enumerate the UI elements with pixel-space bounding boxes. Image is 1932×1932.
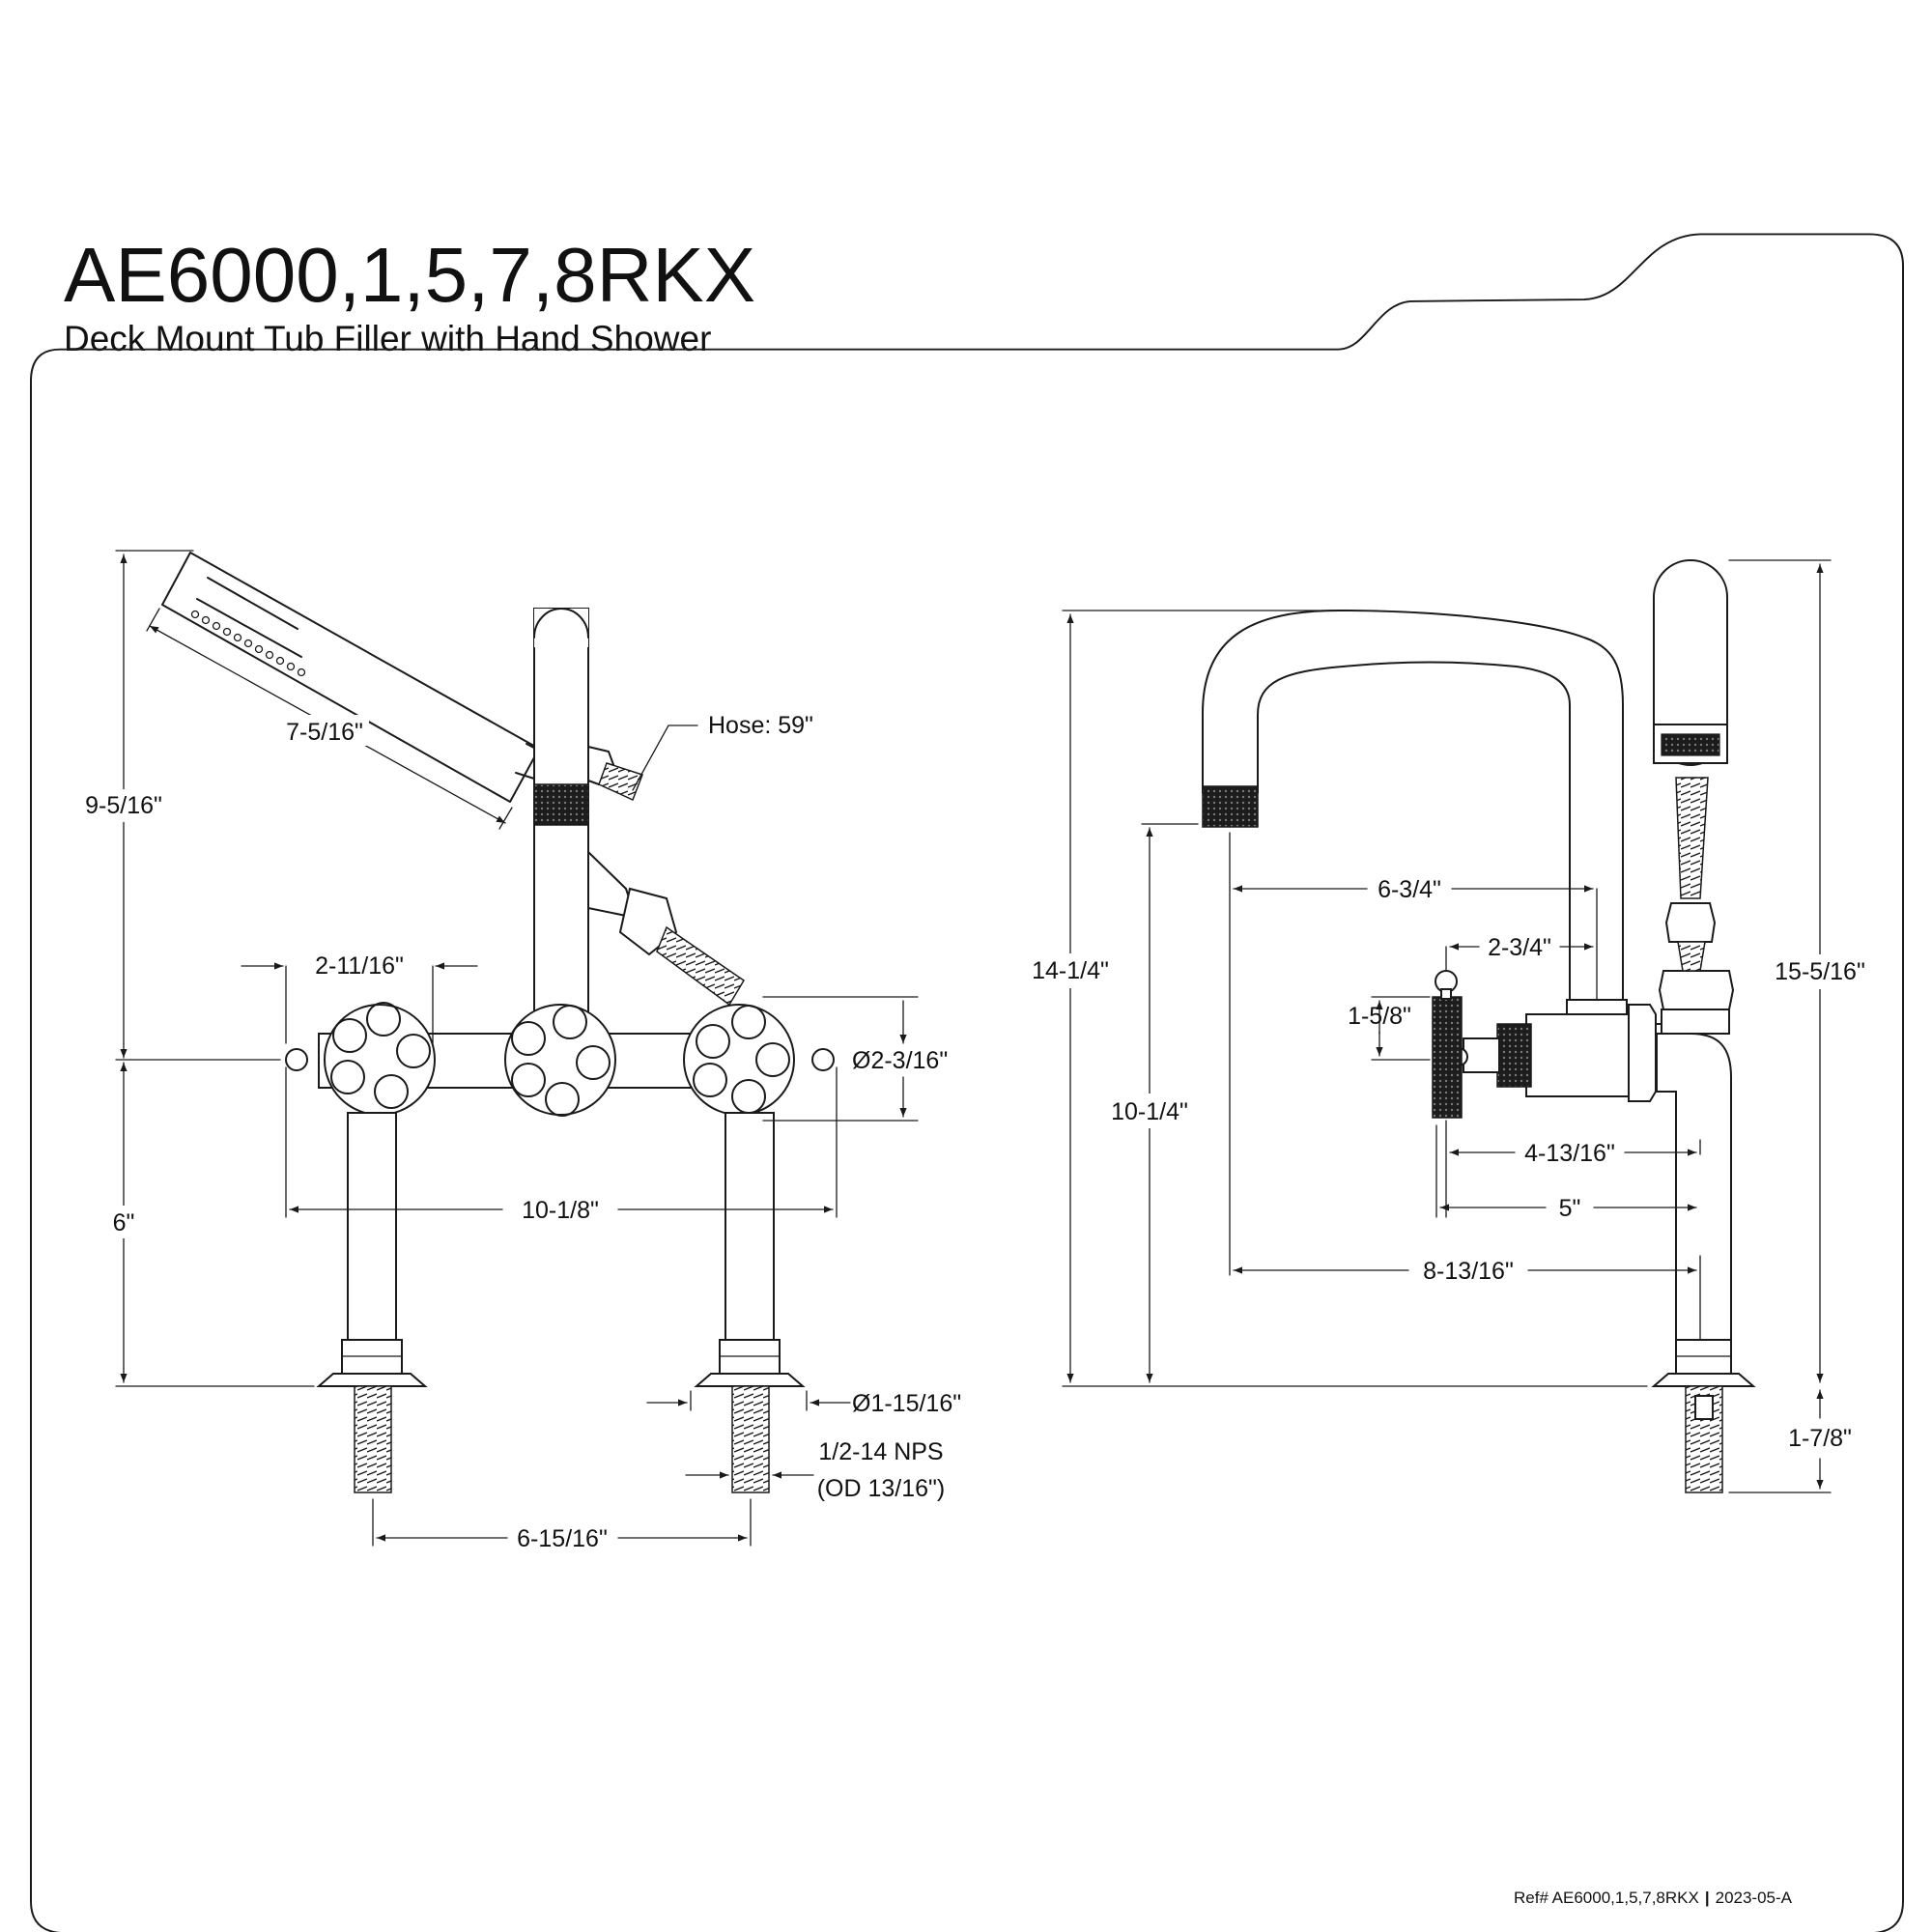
left-leg bbox=[347, 1112, 397, 1341]
page-subtitle: Deck Mount Tub Filler with Hand Shower bbox=[64, 319, 711, 358]
page-title: AE6000,1,5,7,8RKX bbox=[64, 232, 755, 318]
front-view: 7-5/16" Hose: 59" 9-5/16" 6" 2-11/16" Ø2… bbox=[77, 550, 961, 1552]
dim-handle-width: 2-11/16" bbox=[315, 952, 404, 980]
hand-shower bbox=[161, 552, 550, 803]
dim-handle-reach: 4-13/16" bbox=[1524, 1140, 1615, 1167]
dim-lower-height: 6" bbox=[113, 1209, 135, 1236]
dim-overall-height: 14-1/4" bbox=[1032, 957, 1109, 984]
side-handshower bbox=[1653, 559, 1728, 766]
dim-valve-to-spout: 2-3/4" bbox=[1488, 934, 1551, 961]
dim-spout-to-riser: 8-13/16" bbox=[1423, 1258, 1514, 1285]
riser-knurl-band bbox=[533, 783, 589, 826]
ref-separator: | bbox=[1705, 1889, 1710, 1907]
side-view: 14-1/4" 10-1/4" 6-3/4" 2-3/4" 1-5/8" 4-1… bbox=[1022, 559, 1870, 1493]
right-shank bbox=[731, 1385, 770, 1493]
dim-spout-height: 10-1/4" bbox=[1111, 1098, 1188, 1125]
left-shank bbox=[354, 1385, 392, 1493]
dim-centers: 6-15/16" bbox=[517, 1525, 608, 1552]
right-leg bbox=[724, 1112, 775, 1341]
dim-upper-height: 9-5/16" bbox=[85, 792, 162, 819]
dim-handle-height: 1-5/8" bbox=[1348, 1003, 1411, 1030]
shower-riser bbox=[533, 608, 589, 1044]
drawing-frame bbox=[30, 233, 1904, 1932]
dim-spout-reach: 6-3/4" bbox=[1378, 876, 1441, 903]
handle-left bbox=[285, 1002, 436, 1116]
dim-valve-width: 10-1/8" bbox=[522, 1197, 599, 1224]
handle-center bbox=[504, 1004, 616, 1117]
dim-shank-diameter: Ø1-15/16" bbox=[852, 1390, 961, 1417]
dim-thread-od: (OD 13/16") bbox=[817, 1475, 946, 1502]
spout-knurl-tip bbox=[1202, 785, 1259, 828]
spout bbox=[1202, 609, 1624, 1001]
dim-shower-height: 15-5/16" bbox=[1775, 958, 1865, 985]
side-handle bbox=[1432, 996, 1463, 1119]
ref-revision: 2023-05-A bbox=[1716, 1889, 1793, 1907]
dim-handshower-length: 7-5/16" bbox=[286, 719, 363, 746]
dim-handle-diameter: Ø2-3/16" bbox=[852, 1047, 948, 1074]
handle-right bbox=[683, 1004, 835, 1116]
ref-number: Ref# AE6000,1,5,7,8RKX bbox=[1514, 1889, 1699, 1907]
dim-shank-length: 1-7/8" bbox=[1788, 1425, 1852, 1452]
dim-thread-spec: 1/2-14 NPS bbox=[818, 1438, 943, 1465]
label-hose: Hose: 59" bbox=[708, 712, 813, 739]
dim-handle-to-riser: 5" bbox=[1559, 1195, 1581, 1222]
reference-footer: Ref# AE6000,1,5,7,8RKX | 2023-05-A bbox=[1514, 1889, 1793, 1907]
